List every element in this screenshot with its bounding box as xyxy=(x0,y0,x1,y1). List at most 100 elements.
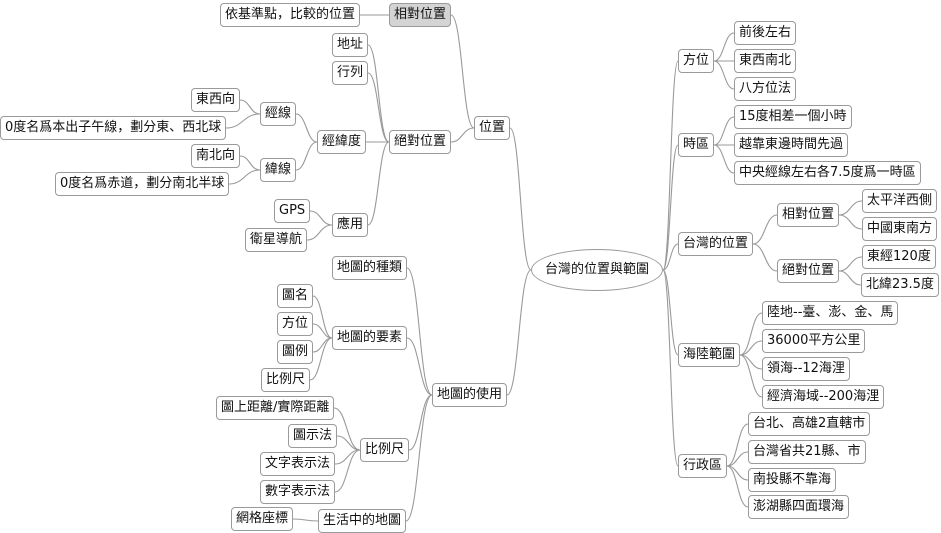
node-longitude-desc[interactable]: 0度名爲本出子午線，劃分東、西北球 xyxy=(0,116,227,140)
node-admin-item[interactable]: 澎湖縣四面環海 xyxy=(748,495,850,519)
connector-line xyxy=(405,394,433,522)
node-territory[interactable]: 海陸範圍 xyxy=(678,343,741,367)
connector-line xyxy=(309,337,333,381)
node-scale-item[interactable]: 圖上距離/實際距離 xyxy=(216,396,335,420)
connector-line xyxy=(367,72,390,143)
node-map-types[interactable]: 地圖的種類 xyxy=(332,256,408,280)
node-taiwan-absolute-item[interactable]: 北緯23.5度 xyxy=(861,273,939,297)
connector-line xyxy=(713,144,735,174)
connector-line xyxy=(739,354,763,398)
node-scale-item[interactable]: 圖示法 xyxy=(288,424,338,448)
node-position[interactable]: 位置 xyxy=(474,116,511,140)
node-map-element-item[interactable]: 圖名 xyxy=(277,284,314,308)
connector-line xyxy=(367,141,390,226)
node-satellite-navigation[interactable]: 衛星導航 xyxy=(245,228,308,252)
node-map-use[interactable]: 地圖的使用 xyxy=(432,383,508,407)
connector-line xyxy=(726,423,749,467)
node-timezone-item[interactable]: 越靠東邊時間先過 xyxy=(734,133,849,157)
connector-line xyxy=(334,449,361,493)
connector-line xyxy=(228,169,261,185)
node-longitude[interactable]: 經線 xyxy=(260,102,297,126)
connector-line xyxy=(239,99,261,115)
center-topic[interactable]: 台灣的位置與範圍 xyxy=(531,249,663,291)
connector-line xyxy=(713,116,735,146)
node-direction[interactable]: 方位 xyxy=(678,49,715,73)
node-administrative-division[interactable]: 行政區 xyxy=(678,454,728,478)
connector-line xyxy=(739,312,763,356)
node-territory-item[interactable]: 領海--12海浬 xyxy=(762,357,850,381)
node-north-south[interactable]: 南北向 xyxy=(191,144,241,168)
node-taiwan-relative-position[interactable]: 相對位置 xyxy=(777,203,840,227)
node-map-elements[interactable]: 地圖的要素 xyxy=(332,326,408,350)
connector-line xyxy=(726,465,749,508)
node-latitude-desc[interactable]: 0度名爲赤道，劃分南北半球 xyxy=(55,172,230,196)
connector-line xyxy=(752,214,778,245)
connector-line xyxy=(662,144,679,271)
node-admin-item[interactable]: 南投縣不靠海 xyxy=(748,468,837,492)
node-map-element-item[interactable]: 方位 xyxy=(277,312,314,336)
connector-line xyxy=(333,407,361,451)
connector-line xyxy=(662,243,679,271)
connector-line xyxy=(838,200,863,216)
connector-line xyxy=(336,435,361,451)
node-absolute-position[interactable]: 絕對位置 xyxy=(389,130,452,154)
node-taiwan-relative-item[interactable]: 太平洋西側 xyxy=(862,189,938,213)
node-relative-position[interactable]: 相對位置 xyxy=(389,3,452,27)
node-taiwan-position[interactable]: 台灣的位置 xyxy=(678,232,754,256)
connector-line xyxy=(838,214,863,230)
node-map-element-item[interactable]: 比例尺 xyxy=(261,368,311,392)
node-taiwan-absolute-item[interactable]: 東經120度 xyxy=(862,245,936,269)
connector-line xyxy=(662,269,679,356)
node-direction-item[interactable]: 八方位法 xyxy=(734,77,797,101)
node-address[interactable]: 地址 xyxy=(332,33,369,57)
connector-line xyxy=(406,337,433,396)
node-taiwan-absolute-position[interactable]: 絕對位置 xyxy=(777,259,840,283)
connector-line xyxy=(239,155,261,171)
connector-line xyxy=(662,60,679,271)
connector-line xyxy=(312,295,333,339)
connector-line xyxy=(752,243,778,272)
connector-line xyxy=(312,337,333,353)
connector-line xyxy=(295,113,318,143)
connector-line xyxy=(739,340,763,356)
connector-line xyxy=(295,141,318,171)
node-scale-item[interactable]: 文字表示法 xyxy=(260,452,336,476)
connector-line xyxy=(509,127,532,271)
connector-line xyxy=(662,269,679,467)
node-map-element-item[interactable]: 圖例 xyxy=(277,340,314,364)
node-direction-item[interactable]: 東西南北 xyxy=(734,49,797,73)
node-scale-item[interactable]: 數字表示法 xyxy=(260,480,336,504)
node-timezone-item[interactable]: 中央經線左右各7.5度爲一時區 xyxy=(734,161,921,185)
connector-line xyxy=(367,44,390,143)
node-row-column[interactable]: 行列 xyxy=(332,61,369,85)
node-timezone-item[interactable]: 15度相差一個小時 xyxy=(734,105,852,129)
node-gps[interactable]: GPS xyxy=(274,199,311,223)
node-relative-position-desc[interactable]: 依基準點，比較的位置 xyxy=(220,3,361,27)
connector-line xyxy=(450,14,475,129)
connector-line xyxy=(306,224,333,241)
connector-line xyxy=(506,269,532,396)
node-taiwan-relative-item[interactable]: 中國東南方 xyxy=(862,217,938,241)
connector-line xyxy=(312,323,333,339)
node-territory-item[interactable]: 36000平方公里 xyxy=(762,329,866,353)
node-east-west[interactable]: 東西向 xyxy=(191,88,241,112)
node-territory-item[interactable]: 陸地--臺、澎、金、馬 xyxy=(762,301,899,325)
node-territory-item[interactable]: 經濟海域--200海浬 xyxy=(762,385,885,409)
node-scale[interactable]: 比例尺 xyxy=(360,438,410,462)
node-daily-maps[interactable]: 生活中的地圖 xyxy=(318,509,407,533)
node-grid-coordinates[interactable]: 網格座標 xyxy=(231,507,294,531)
connector-line xyxy=(450,127,475,143)
node-timezone[interactable]: 時區 xyxy=(678,133,715,157)
node-admin-item[interactable]: 台灣省共21縣、市 xyxy=(748,440,866,464)
node-application[interactable]: 應用 xyxy=(332,213,369,237)
node-admin-item[interactable]: 台北、高雄2直轄市 xyxy=(748,412,871,436)
connector-line xyxy=(406,267,433,396)
connector-line xyxy=(292,518,319,522)
connector-line xyxy=(713,60,735,90)
node-latitude[interactable]: 緯線 xyxy=(260,158,297,182)
node-direction-item[interactable]: 前後左右 xyxy=(734,21,797,45)
node-latitude-longitude[interactable]: 經緯度 xyxy=(317,130,367,154)
connector-line xyxy=(838,270,862,286)
